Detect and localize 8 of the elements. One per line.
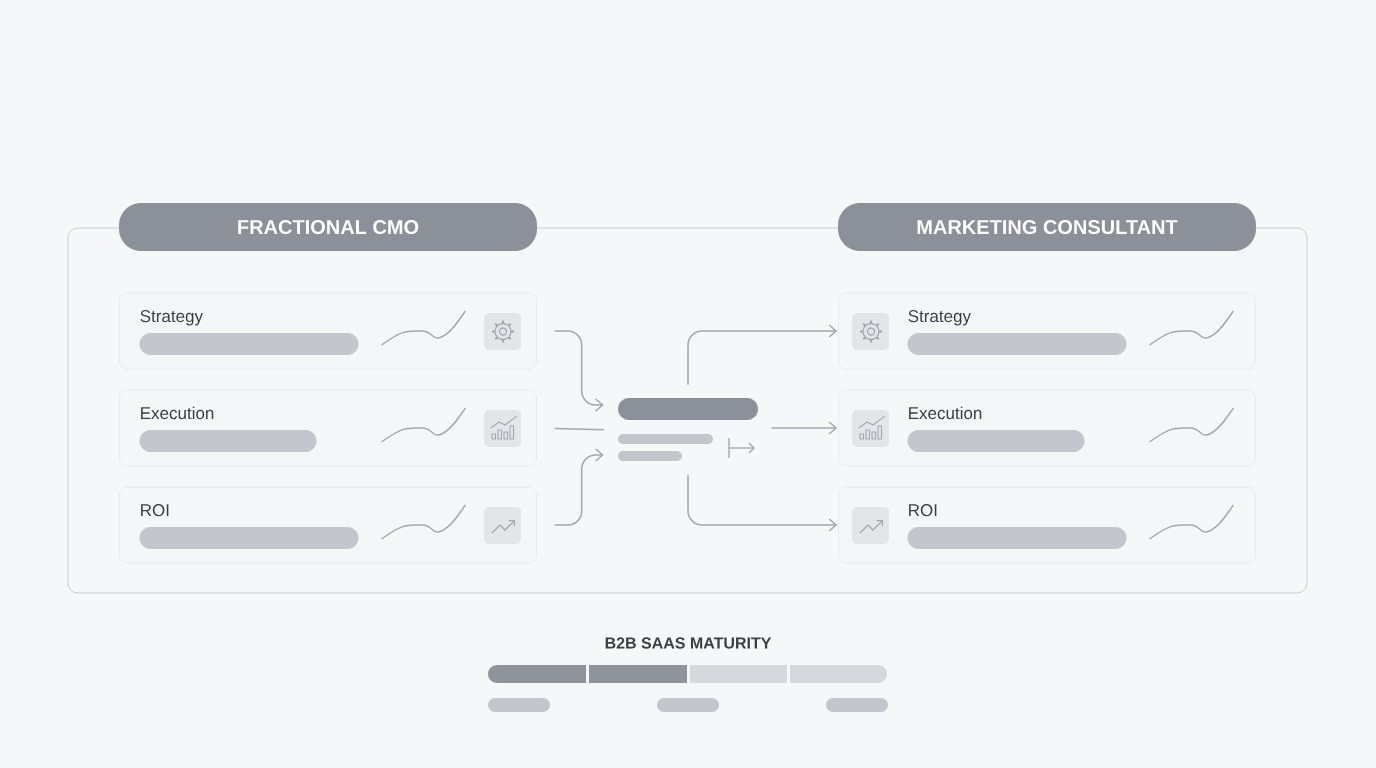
header-pill: FRACTIONAL CMO [119,203,537,251]
arrow [687,324,838,386]
arrow [553,448,604,526]
arrow [553,330,604,412]
arrow [770,421,838,435]
header-pill: MARKETING CONSULTANT [838,203,1256,251]
arrow [687,474,838,532]
section-label: B2B SAAS MATURITY [605,637,772,649]
